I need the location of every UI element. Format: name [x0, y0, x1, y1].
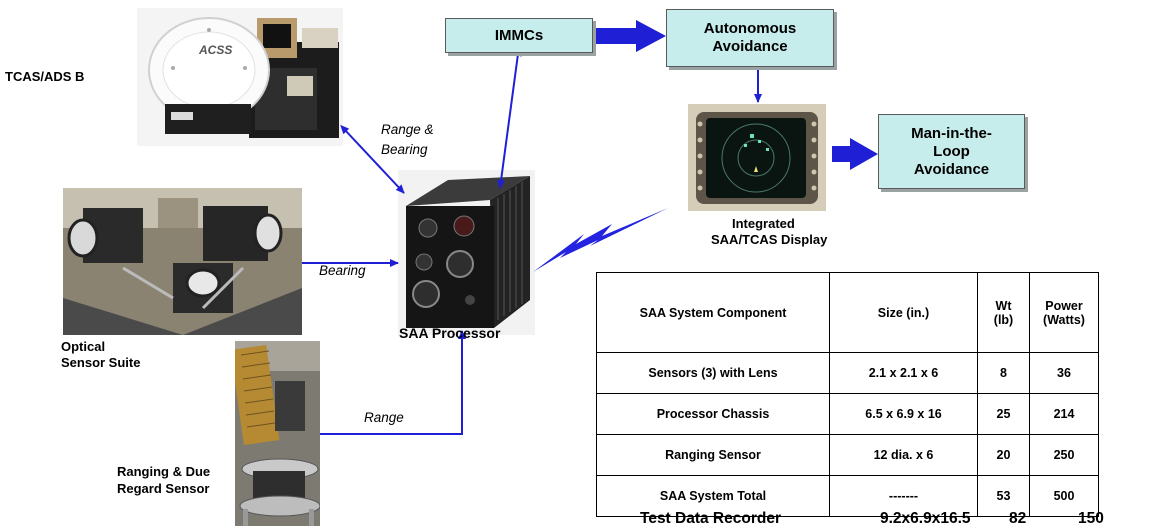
tcas-label: TCAS/ADS B — [5, 69, 85, 84]
saa-processor-photo — [398, 170, 535, 335]
cell-component: Processor Chassis — [596, 393, 830, 435]
table-row: Sensors (3) with Lens 2.1 x 2.1 x 6 8 36 — [596, 352, 1099, 394]
optical-sensor-suite-photo — [63, 188, 302, 335]
optical-label-line1: Optical — [61, 339, 106, 354]
immcs-label: IMMCs — [494, 26, 544, 44]
immcs-to-autonomous-arrow — [594, 20, 666, 52]
header-component: SAA System Component — [596, 272, 830, 353]
mitl-label-line3: Avoidance — [913, 160, 990, 178]
ranging-label-line2: Regard Sensor — [117, 481, 210, 496]
footer-power: 150 — [1078, 510, 1104, 527]
cell-size: 6.5 x 6.9 x 16 — [829, 393, 978, 435]
header-wt-line2: (lb) — [993, 312, 1014, 327]
cell-component: Sensors (3) with Lens — [596, 352, 830, 394]
table-row: SAA System Total ------- 53 500 — [596, 475, 1099, 517]
cell-power: 36 — [1029, 352, 1099, 394]
optical-label-line2: Sensor Suite — [61, 355, 141, 370]
ranging-processor-connector — [320, 330, 466, 435]
acss-logo: ACSS — [198, 43, 232, 57]
header-wt: Wt (lb) — [977, 272, 1030, 353]
man-in-the-loop-box: Man-in-the- Loop Avoidance — [878, 114, 1025, 189]
saa-processor-label: SAA Processor — [399, 325, 501, 341]
cell-component: SAA System Total — [596, 475, 830, 517]
footer-wt: 82 — [1009, 510, 1027, 527]
display-label-line2: SAA/TCAS Display — [711, 232, 828, 247]
cell-size: 12 dia. x 6 — [829, 434, 978, 476]
tcas-processor-connector — [340, 124, 405, 194]
table-row: Ranging Sensor 12 dia. x 6 20 250 — [596, 434, 1099, 476]
table-row: Processor Chassis 6.5 x 6.9 x 16 25 214 — [596, 393, 1099, 435]
cell-size: ------- — [829, 475, 978, 517]
integrated-display-photo — [688, 104, 826, 211]
header-power-line2: (Watts) — [1043, 312, 1085, 327]
tcas-hardware-photo: ACSS — [137, 8, 343, 146]
cell-wt: 8 — [977, 352, 1030, 394]
cell-size: 2.1 x 2.1 x 6 — [829, 352, 978, 394]
header-size: Size (in.) — [829, 272, 978, 353]
ranging-label-line1: Ranging & Due — [117, 464, 211, 479]
header-power-line1: Power — [1045, 298, 1083, 313]
cell-wt: 25 — [977, 393, 1030, 435]
bearing-label: Bearing — [319, 263, 366, 278]
header-power: Power (Watts) — [1029, 272, 1099, 353]
cell-wt: 53 — [977, 475, 1030, 517]
range-bearing-label-line1: Range & — [381, 122, 434, 137]
autonomous-label-line1: Autonomous — [703, 20, 797, 37]
autonomous-avoidance-box: Autonomous Avoidance — [666, 9, 834, 67]
cell-component: Ranging Sensor — [596, 434, 830, 476]
cell-power: 250 — [1029, 434, 1099, 476]
footer-component: Test Data Recorder — [640, 510, 781, 527]
table-header-row: SAA System Component Size (in.) Wt (lb) … — [596, 272, 1099, 353]
cell-wt: 20 — [977, 434, 1030, 476]
autonomous-label-line2: Avoidance — [712, 38, 788, 55]
cell-power: 500 — [1029, 475, 1099, 517]
display-label-line1: Integrated — [732, 216, 795, 231]
footer-size: 9.2x6.9x16.5 — [880, 510, 971, 527]
header-wt-line1: Wt — [995, 298, 1012, 313]
wireless-link-icon — [533, 208, 668, 272]
ranging-sensor-photo — [235, 341, 320, 526]
range-label: Range — [364, 410, 404, 425]
mitl-label-line1: Man-in-the- — [911, 124, 992, 142]
immcs-box: IMMCs — [445, 18, 593, 53]
mitl-label-line2: Loop — [933, 142, 970, 160]
cell-power: 214 — [1029, 393, 1099, 435]
range-bearing-label-line2: Bearing — [381, 142, 428, 157]
display-to-mitl-arrow — [832, 138, 878, 170]
saa-spec-table: SAA System Component Size (in.) Wt (lb) … — [596, 272, 1099, 517]
immcs-processor-connector — [497, 47, 522, 189]
